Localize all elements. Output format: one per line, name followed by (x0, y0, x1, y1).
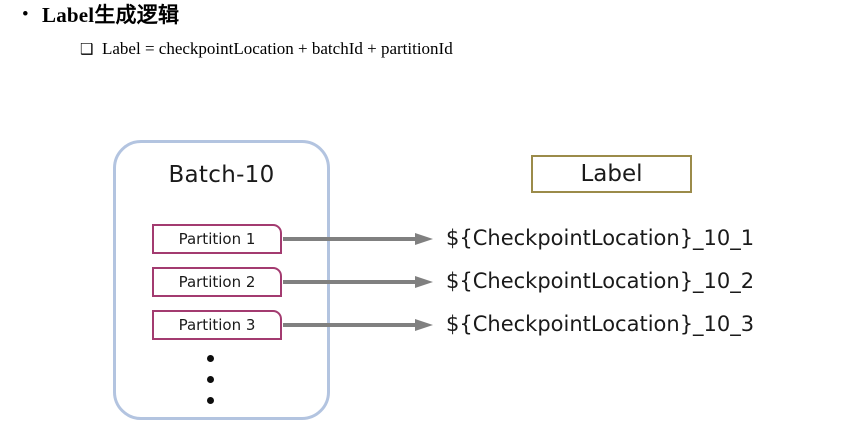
sub-line-row: ❑ Label = checkpointLocation + batchId +… (0, 36, 864, 62)
arrow-icon-1 (283, 233, 435, 245)
partition-box-3: Partition 3 (152, 310, 282, 340)
partition-box-1: Partition 1 (152, 224, 282, 254)
batch-title: Batch-10 (168, 162, 275, 188)
partition-box-2: Partition 2 (152, 267, 282, 297)
output-label-3: ${CheckpointLocation}_10_3 (446, 312, 755, 336)
square-bullet-icon: ❑ (80, 40, 94, 58)
partition-label-2: Partition 2 (178, 272, 256, 291)
label-header-text: Label (580, 160, 643, 187)
partition-label-3: Partition 3 (178, 315, 256, 334)
partition-label-1: Partition 1 (178, 229, 256, 248)
arrow-icon-2 (283, 276, 435, 288)
heading-row: • Label生成逻辑 (0, 0, 864, 30)
round-bullet-icon: • (22, 4, 29, 25)
output-label-1: ${CheckpointLocation}_10_1 (446, 226, 755, 250)
page-title: Label生成逻辑 (42, 3, 180, 27)
vertical-ellipsis-icon (203, 355, 217, 404)
bullet-list: • Label生成逻辑 ❑ Label = checkpointLocation… (0, 0, 864, 62)
output-label-2: ${CheckpointLocation}_10_2 (446, 269, 755, 293)
formula-text: Label = checkpointLocation + batchId + p… (102, 39, 453, 58)
arrow-icon-3 (283, 319, 435, 331)
label-header-box: Label (531, 155, 692, 193)
